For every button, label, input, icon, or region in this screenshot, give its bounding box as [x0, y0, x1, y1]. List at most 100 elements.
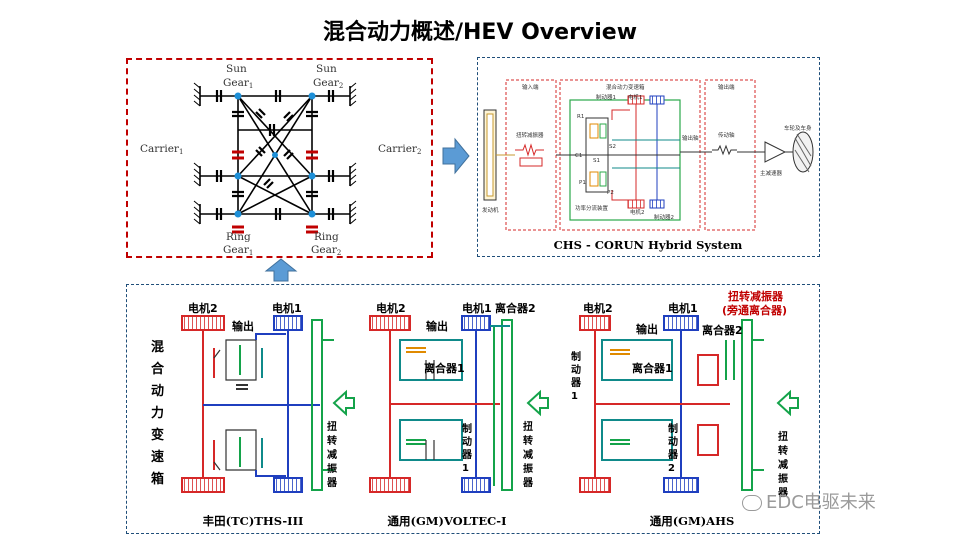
voltec-caption: 通用(GM)VOLTEC-I [388, 514, 507, 528]
transmission-vertical-label: 合 [151, 361, 165, 377]
ahs-output-label: 输出 [636, 322, 658, 336]
voltec-damper-label: 器 [522, 477, 534, 489]
svg-text:电机1: 电机1 [628, 93, 643, 101]
ahs-motor2-label: 电机2 [583, 301, 613, 315]
voltec-input-arrow-icon [526, 389, 549, 417]
voltec-clutch2-label: 离合器2 [495, 301, 536, 315]
svg-text:P2: P2 [607, 190, 614, 196]
ahs-caption: 通用(GM)AHS [650, 514, 735, 528]
voltec-damper-label: 转 [523, 434, 533, 447]
sun2-label: Sun [316, 63, 337, 75]
ahs-clutch2-label: 离合器2 [702, 323, 743, 337]
ahs-motor1-label: 电机1 [668, 301, 698, 315]
chs-panel [477, 57, 820, 257]
chs-labels: 输入端 混合动力变速箱 输出端 扭转减振器 发动机 制动器1 电机1 电机2 制… [482, 83, 812, 221]
ahs-brake1-label: 制 [571, 350, 581, 363]
ring-gear1-label: Gear1 [223, 244, 253, 257]
svg-text:功率分流装置: 功率分流装置 [575, 204, 609, 212]
voltec-clutch1-label: 离合器1 [424, 361, 465, 375]
voltec-damper-label: 减 [523, 448, 533, 461]
svg-text:S1: S1 [593, 158, 600, 164]
wechat-icon [742, 495, 762, 511]
voltec-brake1-label: 器 [461, 449, 473, 461]
ths-input-arrow-icon [332, 389, 355, 417]
ths-schematic [181, 315, 334, 493]
voltec-brake1-label: 动 [462, 435, 472, 448]
ahs-clutch1-label: 离合器1 [632, 361, 673, 375]
svg-text:主减速器: 主减速器 [760, 169, 783, 177]
svg-text:P1: P1 [579, 180, 586, 186]
watermark: EDC电驱未来 [742, 488, 952, 513]
chs-caption: CHS - CORUN Hybrid System [554, 238, 743, 252]
ahs-brake2-label: 2 [668, 463, 675, 474]
carrier1-label: Carrier1 [140, 143, 183, 156]
voltec-output-label: 输出 [426, 319, 448, 333]
svg-text:传动轴: 传动轴 [718, 131, 735, 139]
ahs-damper-sub: (旁通离合器) [722, 303, 787, 317]
ths-damper-label: 振 [327, 462, 337, 475]
ahs-brake1-label: 器 [570, 377, 582, 389]
voltec-brake1-label: 制 [462, 422, 472, 435]
svg-text:车轮及车身: 车轮及车身 [784, 124, 812, 132]
svg-text:输出轴: 输出轴 [682, 134, 699, 142]
svg-text:输出端: 输出端 [718, 83, 735, 91]
svg-text:S2: S2 [609, 144, 616, 150]
ahs-damper-label: 转 [778, 444, 788, 457]
ths-motor2-label: 电机2 [188, 301, 218, 315]
ahs-damper-label: 振 [778, 472, 788, 485]
ahs-brake2-label: 动 [668, 435, 678, 448]
gear1-label: Gear1 [223, 77, 253, 90]
transmission-vertical-label: 速 [151, 449, 164, 465]
voltec-motor2-label: 电机2 [376, 301, 406, 315]
voltec-schematic [369, 315, 513, 493]
ahs-damper-label: 扭 [778, 430, 788, 443]
ths-damper-label: 减 [327, 448, 337, 461]
ahs-damper-label: 减 [778, 458, 788, 471]
ths-caption: 丰田(TC)THS-III [203, 514, 304, 528]
transmission-vertical-label: 箱 [151, 471, 164, 487]
transmission-vertical-label: 力 [151, 405, 164, 421]
gear2-label: Gear2 [313, 77, 343, 90]
voltec-brake1-label: 1 [462, 463, 469, 474]
ths-damper-label: 器 [326, 477, 338, 489]
svg-text:电机2: 电机2 [630, 208, 645, 216]
planetary-gear-panel [126, 58, 433, 258]
ahs-brake2-label: 制 [668, 422, 678, 435]
ring2-label: Ring [314, 231, 339, 243]
ahs-brake2-label: 器 [667, 449, 679, 461]
ahs-damper-title: 扭转减振器 [728, 289, 784, 303]
planetary-labels: Sun Gear1 Sun Gear2 Carrier1 Carrier2 Ri… [140, 63, 421, 257]
ahs-brake1-label: 1 [571, 391, 578, 402]
voltec-damper-label: 振 [523, 462, 533, 475]
planetary-schematic [193, 82, 357, 234]
ring-gear2-label: Gear2 [311, 244, 341, 257]
voltec-motor1-label: 电机1 [462, 301, 492, 315]
ths-damper-label: 扭 [327, 420, 337, 433]
transmission-vertical-label: 混 [151, 340, 164, 355]
vertical-labels: 混合动力变速箱 扭转减振器 制动器1 扭转减振器 制动器1 制动器2 扭转减振器 [151, 340, 789, 499]
svg-text:C1: C1 [575, 153, 582, 159]
up-arrow-icon [264, 258, 298, 282]
ahs-schematic [579, 315, 764, 493]
ths-motor1-label: 电机1 [272, 301, 302, 315]
svg-text:扭转减振器: 扭转减振器 [516, 131, 544, 139]
ths-output-label: 输出 [232, 319, 254, 333]
transmission-vertical-label: 动 [151, 384, 164, 399]
transmission-vertical-label: 变 [151, 427, 164, 443]
watermark-text: EDC电驱未来 [766, 492, 876, 513]
svg-text:发动机: 发动机 [482, 206, 499, 214]
right-arrow-icon [442, 137, 470, 175]
chs-schematic [483, 79, 814, 231]
ahs-input-arrow-icon [776, 389, 799, 417]
sun1-label: Sun [226, 63, 247, 75]
ring1-label: Ring [226, 231, 251, 243]
svg-text:制动器2: 制动器2 [654, 213, 674, 221]
voltec-damper-label: 扭 [523, 420, 533, 433]
transmission-panel [126, 284, 820, 534]
ahs-damper-label: 器 [777, 487, 789, 499]
ths-damper-label: 转 [327, 434, 337, 447]
svg-text:R1: R1 [577, 114, 584, 120]
ahs-brake1-label: 动 [571, 363, 581, 376]
svg-text:输入端: 输入端 [522, 83, 539, 91]
